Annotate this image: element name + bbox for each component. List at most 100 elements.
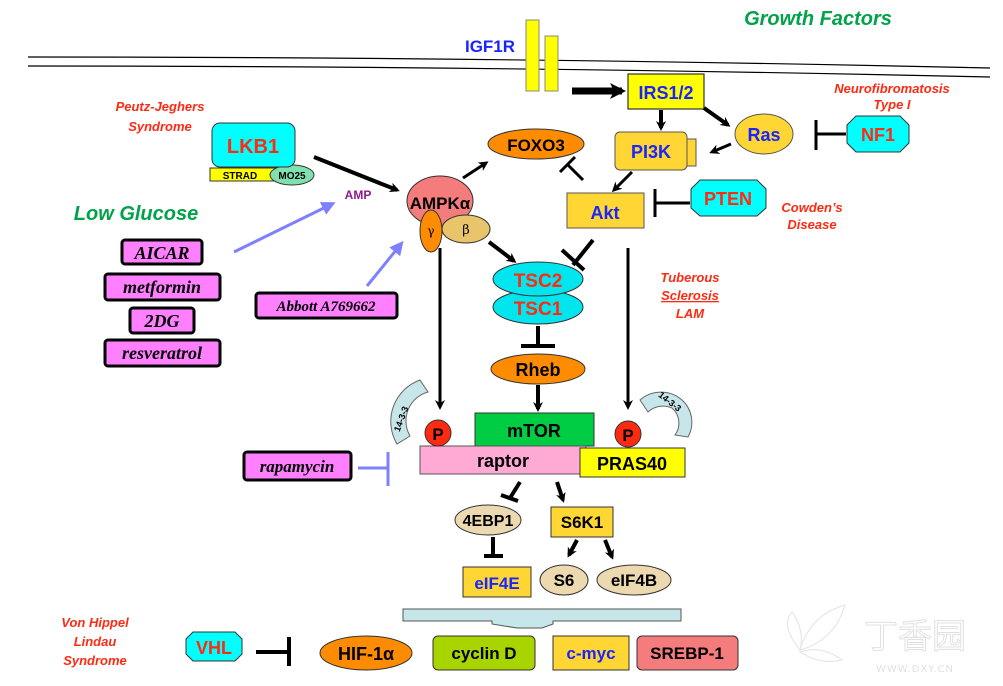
arrow-s6k1-eif4b xyxy=(603,539,614,560)
drug-aicar[interactable]: AICAR xyxy=(120,238,204,266)
raptor-label: raptor xyxy=(477,451,529,471)
srebp1-node[interactable]: SREBP-1 xyxy=(636,635,739,671)
s6-label: S6 xyxy=(554,571,575,590)
downstream-arrow xyxy=(402,608,682,629)
akt-label: Akt xyxy=(590,203,619,223)
s6-node[interactable]: S6 xyxy=(539,564,589,596)
igf1r-label: IGF1R xyxy=(465,37,515,56)
hif1a-node[interactable]: HIF-1α xyxy=(319,635,413,671)
drug-rapamycin[interactable]: rapamycin xyxy=(242,450,353,482)
vhl-inhibits-hif xyxy=(256,637,291,666)
phospho-left: P xyxy=(424,419,452,447)
low-glucose-label: Low Glucose xyxy=(74,203,198,225)
igf1r-receptor[interactable] xyxy=(525,19,559,92)
eif4b-node[interactable]: eIF4B xyxy=(596,564,672,596)
aicar-label: AICAR xyxy=(133,243,189,263)
rapamycin-label: rapamycin xyxy=(260,457,335,476)
drug-metformin[interactable]: metformin xyxy=(103,272,222,302)
rheb-node[interactable]: Rheb xyxy=(490,353,586,385)
peutz-jeghers-label-1: Peutz-Jeghers xyxy=(116,99,205,114)
p-left-label: P xyxy=(432,425,443,444)
twodg-label: 2DG xyxy=(144,311,180,331)
cyclin-d-node[interactable]: cyclin D xyxy=(432,635,536,671)
watermark-url: WWW.DXY.CN xyxy=(876,664,954,675)
pten-node[interactable]: PTEN xyxy=(690,179,767,217)
vhl-disease-label-2: Lindau xyxy=(74,634,117,649)
akt-node[interactable]: Akt xyxy=(566,192,645,229)
drug-2dg[interactable]: 2DG xyxy=(128,306,196,335)
p-right-label: P xyxy=(622,426,633,445)
fourebp1-node[interactable]: 4EBP1 xyxy=(454,504,522,536)
pi3k-node[interactable]: PI3K xyxy=(614,131,697,171)
fourteen33-right[interactable]: 14-3-3 xyxy=(639,390,693,438)
vhl-disease-label-3: Syndrome xyxy=(63,653,127,668)
abbott-label: Abbott A769662 xyxy=(275,299,376,315)
vhl-node[interactable]: VHL xyxy=(185,631,243,662)
drug-abbott[interactable]: Abbott A769662 xyxy=(254,291,399,320)
lkb1-complex[interactable]: STRAD MO25 LKB1 xyxy=(209,122,315,186)
arrow-irs-ras xyxy=(702,106,731,127)
watermark: 丁香园 WWW.DXY.CN xyxy=(786,604,967,675)
phospho-right: P xyxy=(614,420,642,448)
nf1-inhibition xyxy=(814,120,846,150)
nf1-node[interactable]: NF1 xyxy=(846,115,910,153)
4ebp1-inhibits-eif4e xyxy=(484,537,503,558)
vhl-disease-label-1: Von Hippel xyxy=(61,615,129,630)
ampk-gamma-label: γ xyxy=(427,224,434,238)
cell-membrane xyxy=(27,56,991,78)
arrow-ampk-foxo3 xyxy=(462,161,489,180)
ampk-beta-label: β xyxy=(462,223,470,238)
drug-resveratrol[interactable]: resveratrol xyxy=(103,338,222,368)
srebp1-label: SREBP-1 xyxy=(650,644,724,663)
tsc-complex[interactable]: TSC1 TSC2 xyxy=(492,261,584,325)
ras-node[interactable]: Ras xyxy=(734,113,794,155)
mtor-node[interactable]: mTOR xyxy=(474,412,595,447)
fourebp1-label: 4EBP1 xyxy=(463,513,514,530)
ampk-alpha-label: AMPKα xyxy=(410,194,471,213)
s6k1-node[interactable]: S6K1 xyxy=(550,506,614,538)
growth-factors-title: Growth Factors xyxy=(744,8,892,30)
cyclin-d-label: cyclin D xyxy=(451,644,516,663)
ras-label: Ras xyxy=(747,125,780,145)
cowden-label-2: Disease xyxy=(787,217,836,232)
tsc-inhibits-rheb xyxy=(521,326,555,348)
tuberous-label-2: Sclerosis xyxy=(661,288,719,303)
nf1-label: NF1 xyxy=(861,125,895,145)
akt-inhibits-foxo3 xyxy=(558,155,585,182)
pten-label: PTEN xyxy=(704,189,752,209)
foxo3-node[interactable]: FOXO3 xyxy=(487,128,585,160)
peutz-jeghers-label-2: Syndrome xyxy=(128,119,192,134)
amp-label: AMP xyxy=(345,188,372,202)
eif4e-node[interactable]: eIF4E xyxy=(462,566,532,598)
watermark-brand: 丁香园 xyxy=(864,617,966,657)
irs-node[interactable]: IRS1/2 xyxy=(627,73,705,110)
fourteen33-left[interactable]: 14-3-3 xyxy=(390,379,429,445)
ampk-complex[interactable]: AMPKα β γ xyxy=(406,175,491,253)
arrow-lkb1-ampk xyxy=(313,155,400,193)
irs-label: IRS1/2 xyxy=(638,83,693,103)
pras40-label: PRAS40 xyxy=(597,454,667,474)
arrow-ampk-tsc2 xyxy=(487,240,517,263)
rapamycin-inhibits-raptor xyxy=(358,452,390,486)
arrow-drugs-amp xyxy=(233,202,336,254)
cowden-label-1: Cowden’s xyxy=(781,200,842,215)
cmyc-label: c-myc xyxy=(566,644,615,663)
arrow-mtor-s6k1 xyxy=(555,481,566,503)
arrow-s6k1-s6 xyxy=(567,539,579,558)
tsc1-label: TSC1 xyxy=(514,299,563,320)
arrow-abbott-ampk xyxy=(365,240,404,287)
neurofibromatosis-label-2: Type I xyxy=(873,97,910,112)
s6k1-label: S6K1 xyxy=(561,513,604,532)
akt-inhibits-tsc2 xyxy=(560,238,595,272)
tsc2-label: TSC2 xyxy=(514,271,563,292)
pras40-node[interactable]: PRAS40 xyxy=(579,447,686,478)
eif4b-label: eIF4B xyxy=(611,571,657,590)
resveratrol-label: resveratrol xyxy=(122,343,202,363)
arrow-ras-pi3k xyxy=(709,142,732,154)
raptor-node[interactable]: raptor xyxy=(419,445,587,475)
lkb1-label: LKB1 xyxy=(227,136,279,158)
pten-inhibition xyxy=(653,189,690,217)
rheb-label: Rheb xyxy=(516,360,561,380)
cmyc-node[interactable]: c-myc xyxy=(552,635,630,671)
